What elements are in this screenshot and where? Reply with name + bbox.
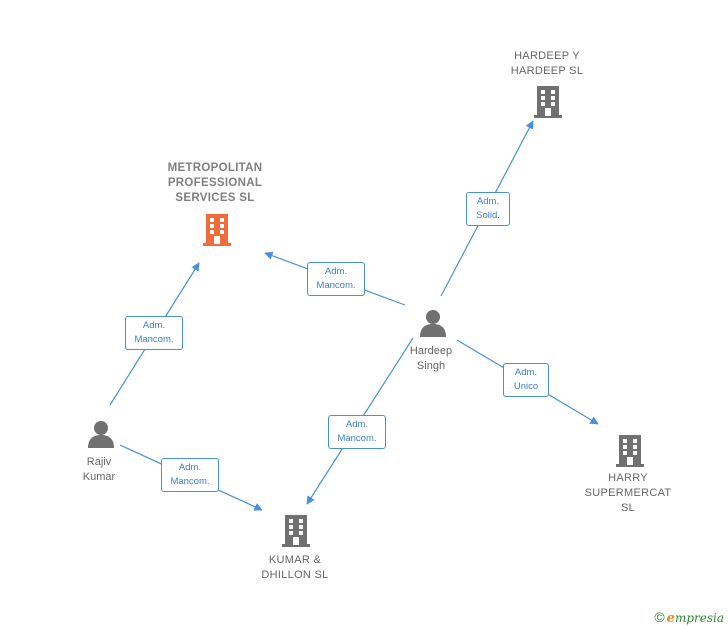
brand-logo-text: mpresia: [674, 611, 724, 625]
copyright-symbol: ©: [654, 609, 665, 625]
building-icon-kumar-dhillon[interactable]: [280, 513, 312, 547]
edge-label-rk-to-kd: Adm. Mancom.: [161, 458, 219, 492]
edge-label-hs-to-kd: Adm. Mancom.: [328, 415, 386, 449]
building-icon-metropolitan[interactable]: [201, 212, 233, 246]
edge-label-rk-to-metro: Adm. Mancom.: [125, 316, 183, 350]
person-label-hardeep-singh[interactable]: Hardeep Singh: [409, 345, 453, 372]
empresia-brand[interactable]: ©empresia: [654, 609, 724, 626]
building-icon-hardeep-y-hardeep[interactable]: [532, 84, 564, 118]
person-label-rajiv-kumar[interactable]: Rajiv Kumar: [82, 456, 116, 483]
company-label-hardeep-y-hardeep[interactable]: HARDEEP Y HARDEEP SL: [510, 50, 584, 77]
company-label-harry[interactable]: HARRY SUPERMERCAT SL: [584, 472, 672, 514]
edge-label-hs-to-harry: Adm. Unico: [503, 363, 549, 397]
person-icon-hardeep-singh[interactable]: [418, 308, 448, 338]
brand-logo-e: e: [666, 611, 675, 626]
building-icon-harry[interactable]: [614, 433, 646, 467]
edge-label-hs-to-hyh: Adm. Solid.: [466, 192, 510, 226]
person-icon-rajiv-kumar[interactable]: [86, 419, 116, 449]
edge-label-hs-to-metro: Adm. Mancom.: [307, 262, 365, 296]
company-label-kumar-dhillon[interactable]: KUMAR & DHILLON SL: [261, 554, 329, 581]
company-label-metropolitan[interactable]: METROPOLITAN PROFESSIONAL SERVICES SL: [167, 162, 263, 204]
